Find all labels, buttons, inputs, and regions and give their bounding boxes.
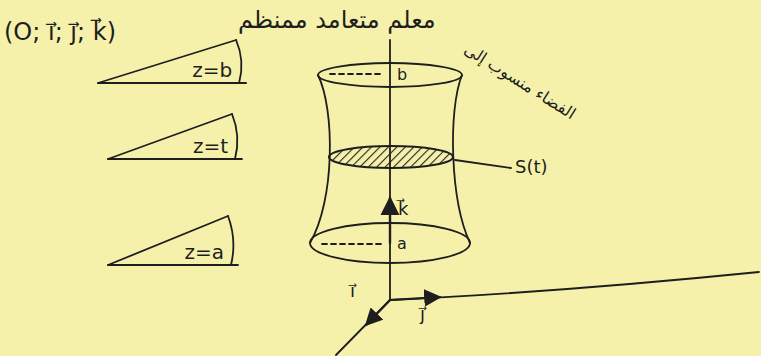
section-label: S(t) (515, 156, 548, 177)
level-label: b (397, 65, 407, 84)
frame-caption: معلم متعامد ممنظم (238, 6, 436, 34)
space-note: الفضاء منسوب إلى (461, 39, 579, 123)
plane-edge (108, 114, 232, 159)
plane-equation: z=a (184, 240, 224, 264)
k-vector (389, 198, 391, 243)
plane-equation: z=t (193, 134, 228, 158)
y-axis (390, 272, 759, 300)
plane-edge (98, 40, 236, 83)
section-st (329, 146, 453, 168)
plane-edge (108, 216, 228, 265)
i-vector (366, 300, 390, 325)
frame-notation: (O; i⃗; j⃗; k⃗) (4, 18, 116, 46)
plane-sketch: z=t (108, 112, 242, 160)
level-b-dash (330, 73, 384, 75)
plane-sketch: z=b (98, 38, 246, 84)
plane-arc (228, 216, 233, 265)
solid-side (453, 75, 470, 243)
plane-base (108, 158, 242, 160)
solid-side (310, 75, 330, 243)
x-axis (336, 300, 390, 355)
leader-line (455, 160, 511, 168)
plane-arc (236, 40, 241, 83)
vector-label: i⃗ (350, 280, 355, 301)
plane-equation: z=b (192, 58, 232, 82)
plane-sketch: z=a (108, 214, 238, 266)
plane-base (108, 264, 238, 266)
level-a-dash (322, 243, 384, 245)
j-vector (390, 297, 440, 300)
plane-arc (232, 114, 237, 159)
vector-label: k⃗ (398, 198, 408, 219)
z-axis (389, 40, 391, 300)
level-label: a (397, 234, 407, 253)
plane-base (98, 82, 246, 84)
vector-label: j⃗ (420, 303, 425, 324)
